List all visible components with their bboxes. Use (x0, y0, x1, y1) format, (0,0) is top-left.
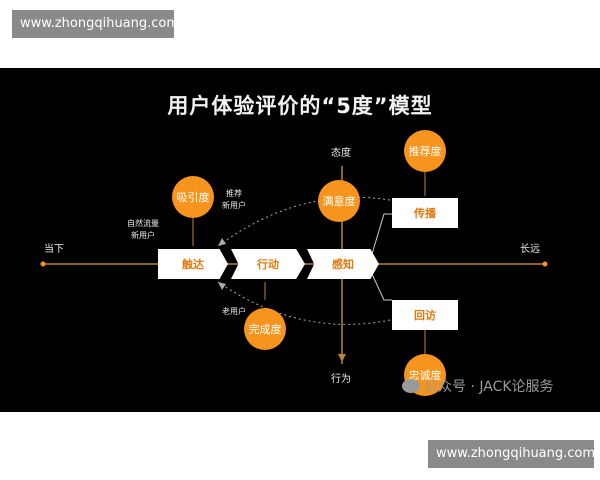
watermark-top: www.zhongqihuang.com (12, 10, 179, 38)
annotation-old-user: 老用户 (222, 307, 246, 316)
axis-label-long-term: 长远 (520, 244, 540, 255)
annotation-recommend-line1: 推荐 (226, 189, 242, 198)
annotation-natural-traffic: 自然流量 新用户 (127, 218, 159, 242)
diagram-lines (40, 166, 548, 364)
annotation-recommended-new: 推荐 新用户 (222, 188, 246, 212)
diagram-title: 用户体验评价的“5度”模型 (167, 94, 433, 118)
annotation-natural-line2: 新用户 (131, 231, 155, 240)
feedback-arrow-top (218, 238, 226, 246)
circle-satisfaction: 满意度 (318, 180, 360, 222)
axis-right-dot (542, 261, 548, 267)
box-spread-label: 传播 (414, 207, 436, 220)
stage-action: 行动 (231, 249, 305, 279)
circle-recommendation-label: 推荐度 (408, 145, 442, 158)
box-revisit: 回访 (392, 300, 458, 330)
wechat-watermark: 公众号 · JACK论服务 (402, 376, 554, 396)
wechat-watermark-text: 公众号 · JACK论服务 (424, 379, 554, 395)
stage-reach-label: 触达 (182, 258, 204, 271)
annotation-natural-line1: 自然流量 (127, 219, 159, 228)
stage-perceive-label: 感知 (332, 258, 354, 271)
diagram-panel: 用户体验评价的“5度”模型 当下 长远 态度 行为 触达 行动 感知 传播 回访… (0, 68, 600, 412)
branch-down (371, 273, 392, 301)
stage-perceive: 感知 (307, 249, 379, 279)
annotation-recommend-line2: 新用户 (222, 201, 246, 210)
stage-action-label: 行动 (257, 258, 279, 271)
circle-attraction: 吸引度 (172, 176, 214, 218)
circle-loyalty-label: 忠诚度 (408, 369, 442, 382)
vertical-axis-arrow (338, 354, 346, 362)
box-revisit-label: 回访 (414, 309, 436, 322)
stage-reach: 触达 (158, 249, 228, 279)
axis-label-attitude: 态度 (331, 148, 351, 159)
feedback-arc-bottom (217, 281, 391, 325)
branch-up (371, 213, 392, 255)
axis-left-dot (40, 261, 46, 267)
circle-completion-label: 完成度 (248, 323, 282, 336)
circle-completion: 完成度 (244, 308, 286, 350)
circle-attraction-label: 吸引度 (176, 191, 210, 204)
axis-label-now: 当下 (44, 244, 64, 255)
box-spread: 传播 (392, 198, 458, 228)
circle-recommendation: 推荐度 (404, 130, 446, 172)
axis-label-behavior: 行为 (331, 374, 351, 385)
wechat-icon (402, 379, 420, 393)
feedback-arc-top (217, 196, 391, 247)
watermark-bottom: www.zhongqihuang.com (428, 440, 595, 468)
circle-satisfaction-label: 满意度 (322, 195, 356, 208)
feedback-arrow-bottom (218, 282, 226, 290)
